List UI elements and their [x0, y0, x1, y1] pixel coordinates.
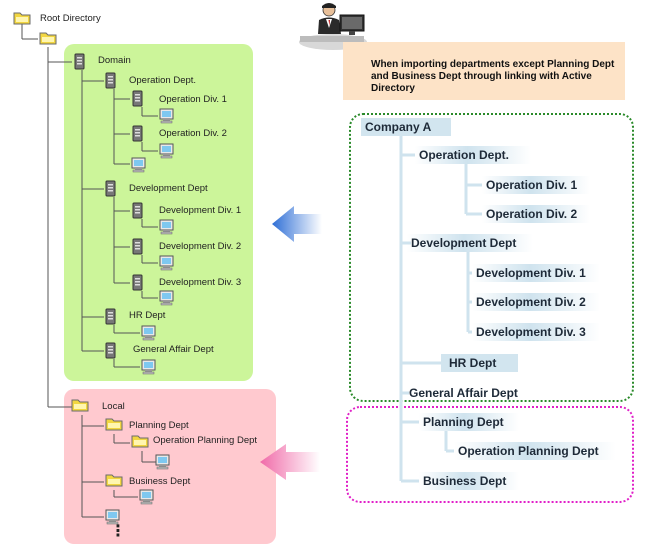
right-operation-div2-node: Operation Div. 2: [482, 205, 590, 223]
left-operation-planning-label: Operation Planning Dept: [153, 435, 258, 446]
right-operation-div1-node: Operation Div. 1: [482, 176, 590, 194]
left-hr-dept-label: HR Dept: [129, 310, 166, 321]
left-planning-dept-label: Planning Dept: [129, 420, 189, 431]
local-panel: [64, 389, 276, 544]
left-development-div3-label: Development Div. 3: [159, 277, 242, 288]
right-operation-planning-node: Operation Planning Dept: [454, 442, 616, 460]
left-development-dept-label: Development Dept: [129, 183, 208, 194]
domain-label: Domain: [98, 55, 131, 66]
excluded-departments-box: [346, 406, 634, 503]
left-general-affair-label: General Affair Dept: [133, 344, 214, 355]
left-operation-div2-label: Operation Div. 2: [159, 128, 227, 139]
local-label: Local: [102, 401, 125, 412]
left-development-div1-label: Development Div. 1: [159, 205, 242, 216]
right-development-div3-node: Development Div. 3: [472, 323, 600, 341]
right-business-dept-node: Business Dept: [419, 472, 519, 490]
right-planning-dept-node: Planning Dept: [419, 413, 519, 431]
right-general-affair-node: General Affair Dept: [409, 386, 518, 400]
left-operation-div1-label: Operation Div. 1: [159, 94, 227, 105]
imported-departments-box: [349, 113, 634, 402]
company-node: Company A: [361, 118, 451, 136]
right-development-dept-node: Development Dept: [407, 234, 533, 252]
pink-arrow-icon: [260, 444, 320, 480]
root-directory-label: Root Directory: [40, 13, 101, 24]
left-operation-dept-label: Operation Dept.: [129, 75, 197, 86]
left-business-dept-label: Business Dept: [129, 476, 191, 487]
ellipsis: ⋮: [110, 523, 126, 540]
blue-arrow-icon: [272, 206, 322, 242]
right-development-div1-node: Development Div. 1: [472, 264, 600, 282]
right-operation-dept-node: Operation Dept.: [415, 146, 531, 164]
right-hr-dept-node: HR Dept: [441, 354, 518, 372]
right-development-div2-node: Development Div. 2: [472, 293, 600, 311]
left-development-div2-label: Development Div. 2: [159, 241, 242, 252]
domain-panel: [64, 44, 253, 381]
import-note: When importing departments except Planni…: [343, 42, 625, 100]
